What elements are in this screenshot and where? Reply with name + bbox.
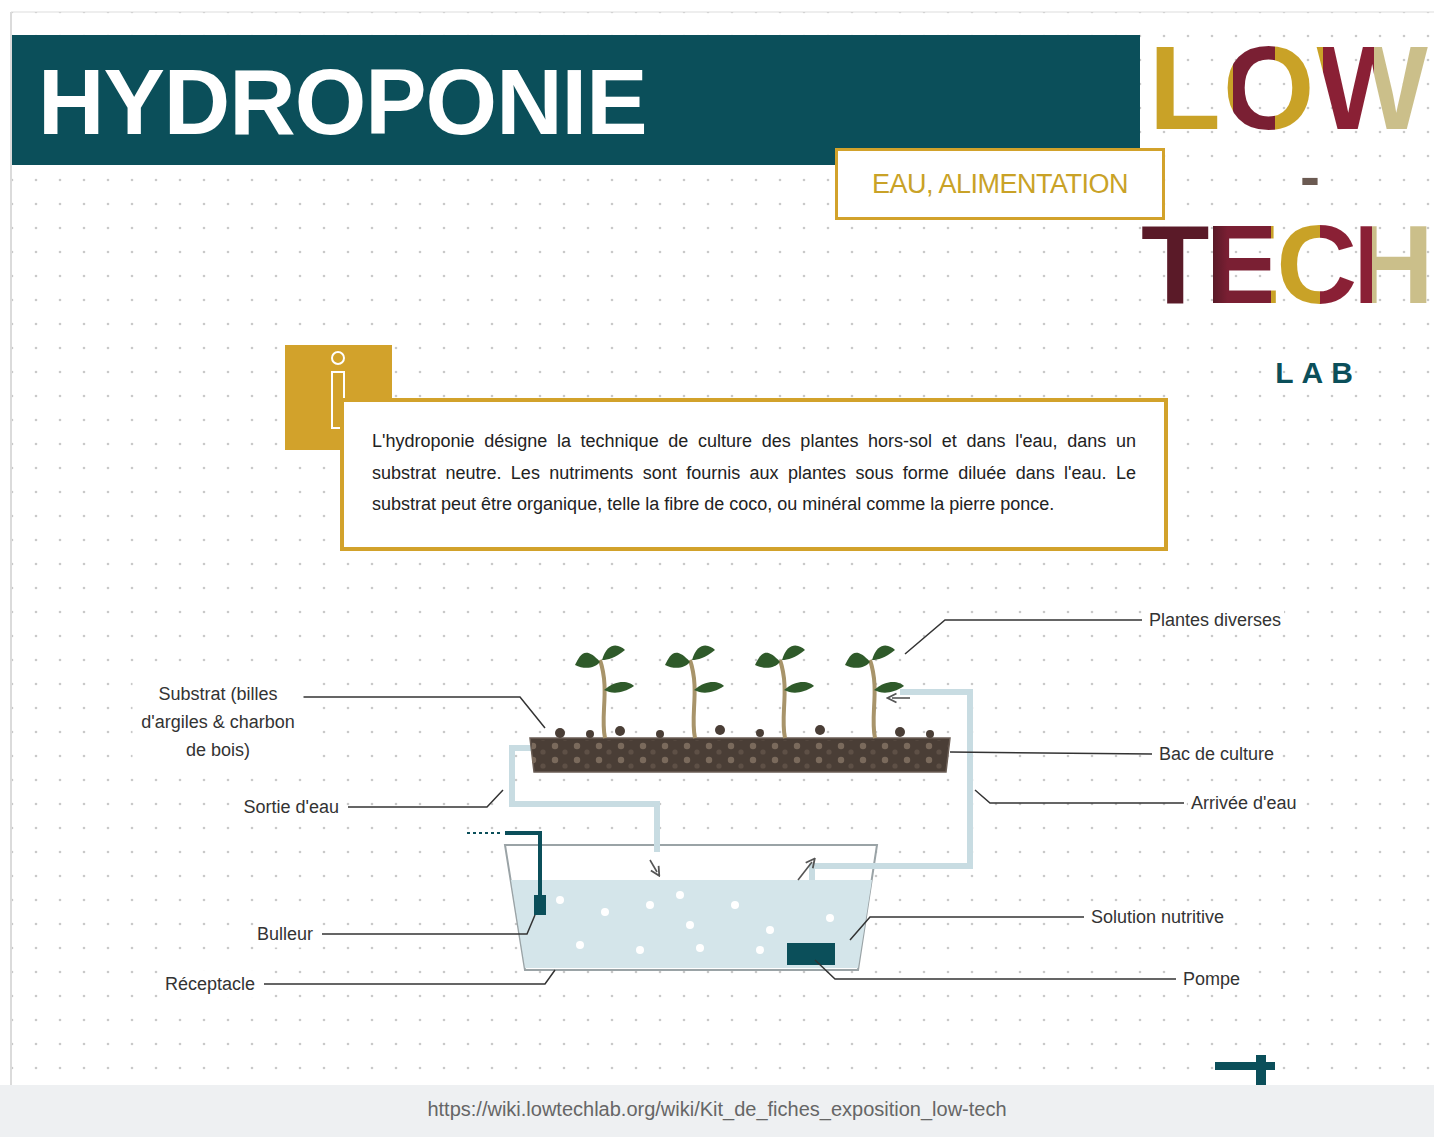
logo-word: TECH xyxy=(1141,209,1430,321)
caption-text: https://wiki.lowtechlab.org/wiki/Kit_de_… xyxy=(0,1098,1434,1121)
part-label: Bulleur xyxy=(254,921,316,948)
logo-word: LOW xyxy=(1149,29,1430,147)
part-label: Solution nutritive xyxy=(1088,904,1227,931)
part-label: Substrat (billes d'argiles & charbon de … xyxy=(133,681,304,765)
title-text: HYDROPONIE xyxy=(38,40,647,165)
node-text: EAU, ALIMENTATION xyxy=(872,169,1128,200)
part-label: Réceptacle xyxy=(162,971,258,998)
part-label: Plantes diverses xyxy=(1146,607,1284,634)
part-label: Sortie d'eau xyxy=(240,794,342,821)
node-text: L'hydroponie désigne la technique de cul… xyxy=(372,426,1136,521)
category-tag: EAU, ALIMENTATION xyxy=(835,148,1165,220)
logo-dash: - xyxy=(1300,147,1320,207)
logo-lab: LAB xyxy=(1272,358,1364,388)
part-label: Pompe xyxy=(1180,966,1243,993)
info-box: L'hydroponie désigne la technique de cul… xyxy=(340,398,1168,551)
part-label: Bac de culture xyxy=(1156,741,1277,768)
part-label: Arrivée d'eau xyxy=(1188,790,1300,817)
